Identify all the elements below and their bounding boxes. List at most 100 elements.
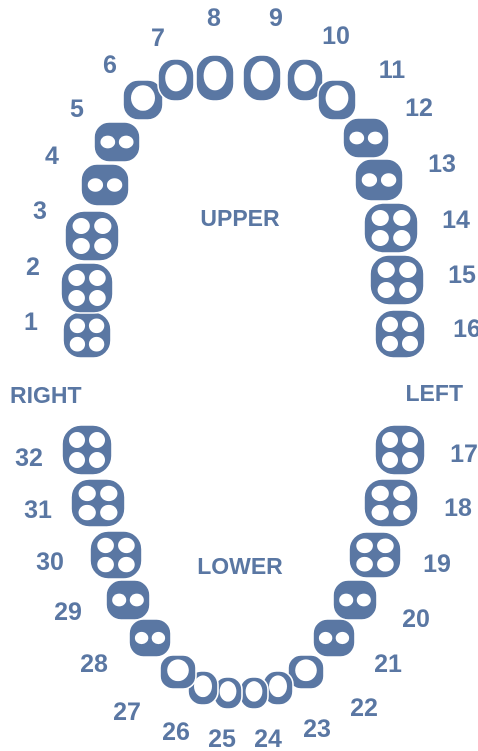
tooth-number-1: 1 bbox=[24, 308, 38, 336]
tooth-2-cusp-2 bbox=[89, 270, 106, 286]
tooth-16-cusp-4 bbox=[402, 336, 418, 351]
lower-label: LOWER bbox=[197, 553, 283, 579]
tooth-32-cusp-2 bbox=[89, 432, 105, 448]
tooth-18-cusp-3 bbox=[372, 505, 389, 520]
tooth-5[interactable] bbox=[94, 122, 140, 162]
tooth-29[interactable] bbox=[106, 580, 150, 620]
tooth-number-22: 22 bbox=[350, 694, 378, 722]
tooth-16-cusp-1 bbox=[382, 317, 398, 332]
tooth-17[interactable] bbox=[375, 425, 425, 475]
tooth-24-cusp-1 bbox=[246, 681, 263, 701]
tooth-number-3: 3 bbox=[33, 197, 47, 225]
tooth-8[interactable] bbox=[196, 55, 234, 101]
tooth-31[interactable] bbox=[71, 479, 125, 527]
tooth-30-crown bbox=[90, 531, 142, 579]
tooth-30-cusp-2 bbox=[118, 538, 135, 553]
tooth-20[interactable] bbox=[333, 580, 377, 620]
tooth-14-cusp-3 bbox=[372, 230, 389, 246]
tooth-24[interactable] bbox=[240, 677, 268, 709]
tooth-number-14: 14 bbox=[442, 206, 470, 234]
tooth-number-31: 31 bbox=[24, 496, 52, 524]
tooth-20-cusp-1 bbox=[339, 594, 353, 607]
tooth-6-cusp-1 bbox=[131, 85, 155, 111]
tooth-27[interactable] bbox=[160, 655, 196, 689]
tooth-number-13: 13 bbox=[428, 150, 456, 178]
tooth-9[interactable] bbox=[243, 55, 281, 101]
tooth-15-cusp-3 bbox=[378, 282, 395, 298]
tooth-13[interactable] bbox=[355, 159, 403, 201]
tooth-18-cusp-1 bbox=[372, 486, 389, 501]
tooth-19[interactable] bbox=[349, 532, 401, 578]
tooth-16-crown bbox=[375, 310, 425, 358]
tooth-14[interactable] bbox=[364, 203, 418, 253]
tooth-18-crown bbox=[364, 479, 418, 527]
tooth-19-cusp-4 bbox=[377, 557, 394, 572]
tooth-1-cusp-2 bbox=[89, 318, 104, 333]
tooth-10-cusp-1 bbox=[294, 64, 316, 91]
tooth-number-30: 30 bbox=[36, 548, 64, 576]
tooth-23-cusp-1 bbox=[269, 675, 287, 697]
tooth-1-cusp-4 bbox=[89, 337, 104, 352]
tooth-number-17: 17 bbox=[450, 440, 478, 468]
tooth-31-cusp-2 bbox=[100, 486, 117, 501]
tooth-12-cusp-2 bbox=[368, 132, 383, 145]
tooth-number-27: 27 bbox=[113, 698, 141, 726]
tooth-32-cusp-3 bbox=[69, 452, 85, 468]
tooth-1[interactable] bbox=[63, 312, 111, 358]
tooth-4[interactable] bbox=[81, 164, 129, 206]
tooth-21[interactable] bbox=[313, 619, 355, 657]
tooth-6[interactable] bbox=[123, 80, 163, 120]
tooth-2-crown bbox=[61, 263, 113, 313]
tooth-number-9: 9 bbox=[269, 4, 283, 32]
tooth-13-cusp-2 bbox=[381, 173, 396, 186]
tooth-25-cusp-1 bbox=[220, 681, 237, 701]
tooth-31-cusp-3 bbox=[79, 505, 96, 520]
tooth-number-8: 8 bbox=[207, 4, 221, 32]
tooth-15-cusp-1 bbox=[378, 262, 395, 278]
tooth-32[interactable] bbox=[62, 425, 112, 475]
tooth-12[interactable] bbox=[343, 118, 389, 158]
tooth-number-25: 25 bbox=[208, 725, 236, 751]
tooth-27-cusp-1 bbox=[167, 659, 189, 681]
tooth-9-cusp-1 bbox=[251, 61, 274, 90]
tooth-5-cusp-1 bbox=[100, 136, 115, 149]
tooth-number-21: 21 bbox=[374, 650, 402, 678]
tooth-28-cusp-2 bbox=[152, 632, 165, 644]
tooth-16-cusp-2 bbox=[402, 317, 418, 332]
tooth-31-crown bbox=[71, 479, 125, 527]
tooth-18[interactable] bbox=[364, 479, 418, 527]
tooth-2-cusp-4 bbox=[89, 290, 106, 306]
tooth-15[interactable] bbox=[370, 255, 424, 305]
tooth-7[interactable] bbox=[158, 59, 194, 101]
tooth-31-cusp-4 bbox=[100, 505, 117, 520]
tooth-15-cusp-2 bbox=[399, 262, 416, 278]
tooth-14-cusp-1 bbox=[372, 210, 389, 226]
tooth-5-cusp-2 bbox=[119, 136, 134, 149]
tooth-12-cusp-1 bbox=[349, 132, 364, 145]
tooth-4-cusp-1 bbox=[88, 178, 103, 191]
tooth-19-crown bbox=[349, 532, 401, 578]
tooth-14-crown bbox=[364, 203, 418, 253]
tooth-3-cusp-4 bbox=[94, 238, 111, 254]
tooth-30-cusp-4 bbox=[118, 557, 135, 572]
tooth-17-cusp-4 bbox=[402, 452, 418, 468]
tooth-30[interactable] bbox=[90, 531, 142, 579]
tooth-19-cusp-2 bbox=[377, 538, 394, 553]
tooth-11[interactable] bbox=[318, 80, 356, 120]
tooth-29-cusp-2 bbox=[130, 594, 144, 607]
tooth-28[interactable] bbox=[129, 619, 171, 657]
tooth-31-cusp-1 bbox=[79, 486, 96, 501]
tooth-number-19: 19 bbox=[423, 550, 451, 578]
tooth-21-cusp-1 bbox=[319, 632, 332, 644]
tooth-number-7: 7 bbox=[151, 24, 165, 52]
tooth-30-cusp-1 bbox=[97, 538, 114, 553]
tooth-3-cusp-2 bbox=[94, 218, 111, 234]
tooth-16[interactable] bbox=[375, 310, 425, 358]
tooth-3[interactable] bbox=[65, 211, 119, 261]
tooth-number-12: 12 bbox=[405, 94, 433, 122]
tooth-15-crown bbox=[370, 255, 424, 305]
tooth-2[interactable] bbox=[61, 263, 113, 313]
tooth-17-cusp-3 bbox=[382, 452, 398, 468]
